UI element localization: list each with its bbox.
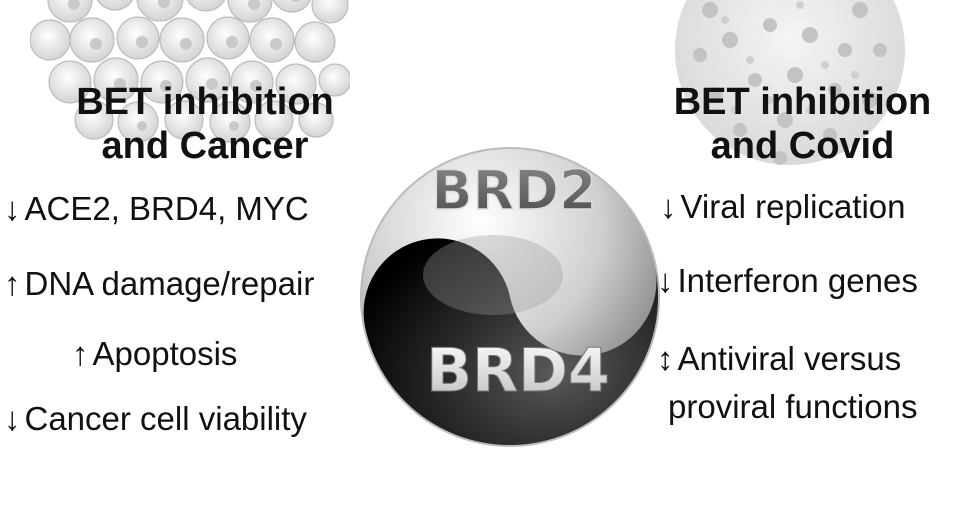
heading-covid-line1: BET inhibition: [673, 81, 932, 123]
cancer-effect-text: Apoptosis: [92, 335, 238, 372]
yin-yang-icon: BRD2 BRD4: [360, 147, 660, 447]
cancer-effect-item: ↓Cancer cell viability: [4, 400, 307, 438]
down-arrow-icon: ↓: [4, 190, 21, 227]
brd4-label: BRD4: [426, 336, 610, 406]
down-arrow-icon: ↓: [660, 188, 677, 225]
heading-cancer: BET inhibition and Cancer: [40, 80, 370, 168]
cancer-effect-item: ↓ACE2, BRD4, MYC: [4, 190, 309, 228]
cancer-cells-icon: [30, 0, 350, 143]
covid-effect-text: proviral functions: [668, 388, 918, 425]
covid-effect-item: ↓Interferon genes: [657, 262, 918, 300]
cancer-effect-item: ↑Apoptosis: [72, 335, 237, 373]
brd2-label: BRD2: [431, 159, 596, 222]
heading-cancer-line1: BET inhibition: [76, 81, 334, 123]
up-down-arrow-icon: ↕: [657, 340, 674, 377]
heading-cancer-line2: and Cancer: [101, 125, 309, 167]
up-arrow-icon: ↑: [72, 335, 89, 372]
down-arrow-icon: ↓: [4, 400, 21, 437]
cancer-effect-text: Cancer cell viability: [24, 400, 307, 437]
covid-effect-item: ↕Antiviral versus: [657, 340, 901, 378]
virus-icon: [675, 0, 905, 165]
up-arrow-icon: ↑: [4, 265, 21, 302]
covid-effect-text: Antiviral versus: [677, 340, 902, 377]
heading-covid: BET inhibition and Covid: [645, 80, 960, 168]
heading-covid-line2: and Covid: [710, 125, 895, 167]
covid-effect-text: Viral replication: [680, 188, 906, 225]
covid-effect-text: Interferon genes: [677, 262, 918, 299]
cancer-effect-item: ↑DNA damage/repair: [4, 265, 314, 303]
covid-effect-item: ↓Viral replication: [660, 188, 906, 226]
covid-effect-item-continuation: proviral functions: [668, 388, 917, 426]
cancer-effect-text: ACE2, BRD4, MYC: [24, 190, 309, 227]
down-arrow-icon: ↓: [657, 262, 674, 299]
cancer-effect-text: DNA damage/repair: [24, 265, 315, 302]
